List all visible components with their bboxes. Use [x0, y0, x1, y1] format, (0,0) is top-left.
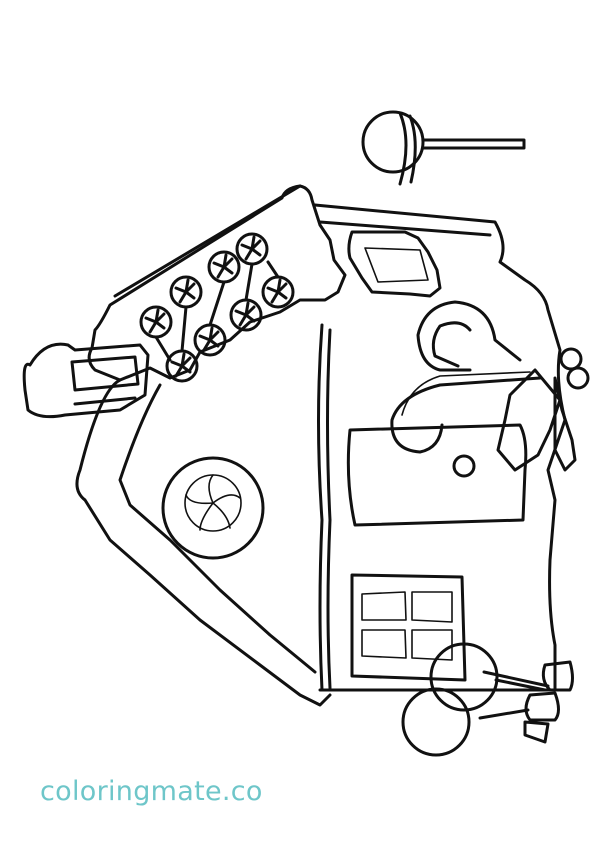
- roof-peppermints: [139, 232, 295, 383]
- holly-leaves: [496, 347, 590, 472]
- watermark-text: coloringmate.co: [40, 776, 263, 807]
- wall-edge: [317, 323, 324, 692]
- chimney: [22, 342, 150, 419]
- roof: [87, 184, 347, 382]
- door-upper: [346, 423, 528, 527]
- house-gable: [75, 203, 567, 707]
- candy-canes: [390, 300, 542, 454]
- round-window: [161, 456, 265, 560]
- lollipop-icon: [361, 110, 526, 186]
- candy-window: [347, 230, 442, 298]
- four-pane-window: [350, 573, 467, 682]
- gumball-lollipops: [401, 642, 574, 757]
